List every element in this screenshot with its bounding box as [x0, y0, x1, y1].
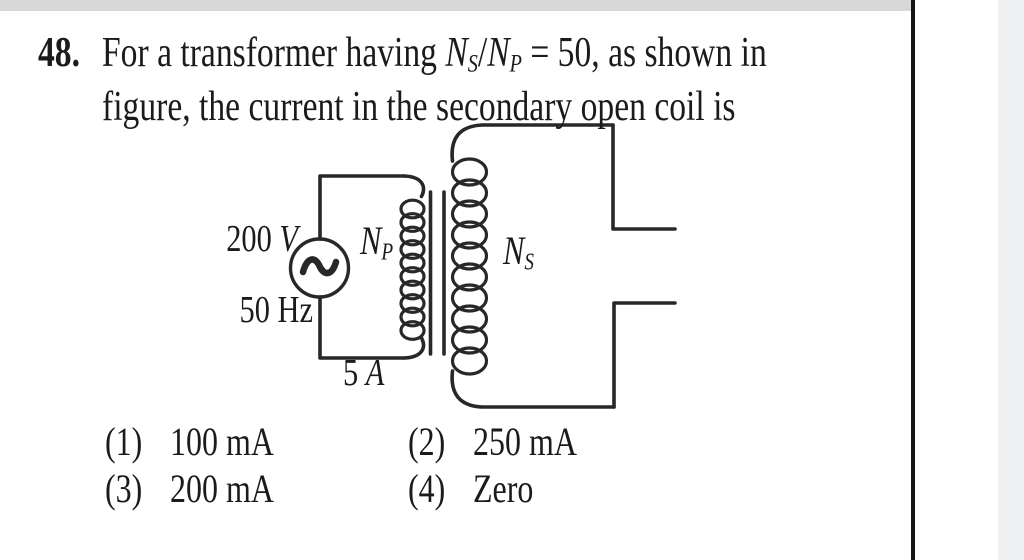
question-text: For a transformer having NS/NP = 50, as … — [102, 32, 767, 129]
question-number: 48. — [38, 30, 80, 76]
page-right-margin-strip — [998, 0, 1024, 560]
primary-coil-top-lead — [402, 174, 426, 199]
primary-coil-bottom-lead — [402, 336, 426, 360]
option-1-text: 100 mA — [170, 419, 274, 464]
secondary-top-wire — [450, 123, 615, 163]
question-line-2: figure, the current in the secondary ope… — [102, 83, 736, 130]
source-frequency-label: 50 Hz — [239, 289, 313, 331]
secondary-bottom-wire — [450, 369, 616, 409]
option-1-number: (1) — [105, 419, 143, 464]
option-2-text: 250 mA — [473, 419, 577, 464]
option-2-number: (2) — [408, 419, 446, 464]
primary-coil-label: NP — [360, 218, 394, 266]
page-top-edge-strip — [0, 0, 911, 11]
primary-circuit — [288, 174, 426, 360]
secondary-circuit — [450, 123, 677, 409]
primary-top-left-wire — [318, 174, 406, 241]
transformer-core — [428, 190, 446, 356]
primary-coil — [399, 198, 426, 341]
secondary-lower-terminal-wire — [612, 301, 677, 409]
source-voltage-label: 200 V — [226, 218, 298, 260]
primary-current-label: 5 A — [343, 352, 385, 394]
option-3-text: 200 mA — [170, 466, 274, 511]
question-line-1: For a transformer having NS/NP = 50, as … — [102, 30, 767, 78]
option-4-number: (4) — [408, 466, 446, 511]
secondary-coil — [450, 157, 489, 376]
primary-bottom-left-wire — [318, 295, 406, 360]
option-4-text: Zero — [473, 466, 534, 511]
ac-sine-wave-icon — [299, 256, 340, 277]
secondary-coil-label: NS — [503, 228, 534, 276]
column-divider-line — [911, 0, 915, 560]
option-3-number: (3) — [105, 466, 143, 511]
secondary-upper-terminal-wire — [611, 123, 677, 231]
